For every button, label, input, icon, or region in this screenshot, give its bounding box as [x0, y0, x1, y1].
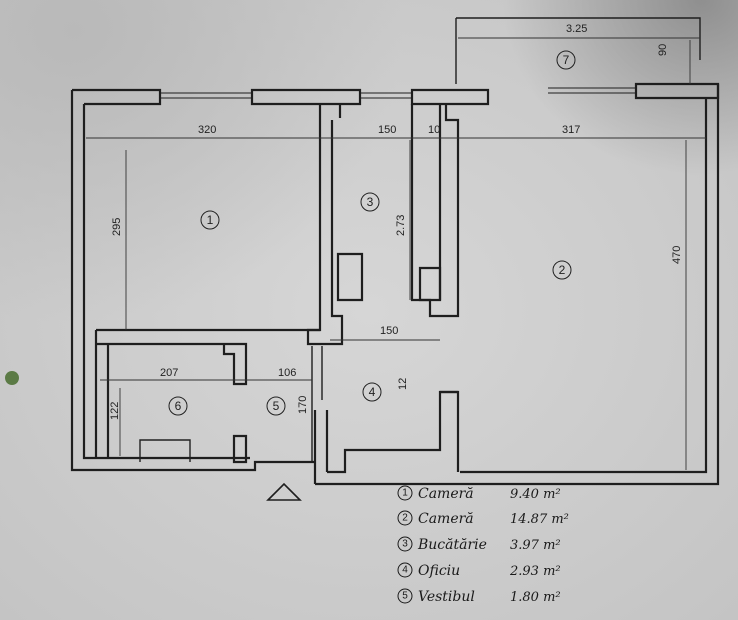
entrance-triangle-icon	[266, 482, 302, 501]
room-1-number: 1	[207, 213, 214, 227]
legend-5-number: 5	[402, 591, 408, 602]
dim-170: 170	[297, 396, 309, 414]
dim-122: 122	[109, 402, 121, 420]
area-legend: 1 Cameră 9.40 m² 2 Cameră 14.87 m² 3 Buc…	[397, 485, 569, 605]
legend-3-area: 3.97 m²	[510, 538, 561, 553]
dim-295: 295	[111, 218, 123, 236]
room-2-number: 2	[559, 263, 566, 277]
legend-1-number: 1	[402, 488, 408, 499]
legend-4-number: 4	[402, 565, 408, 576]
room-5-number: 5	[273, 399, 280, 413]
legend-4-name: Oficiu	[418, 563, 460, 579]
walls	[70, 17, 720, 486]
legend-2-number: 2	[402, 513, 408, 524]
room-3-number: 3	[367, 195, 374, 209]
legend-4-area: 2.93 m²	[509, 564, 561, 579]
legend-5-name: Vestibul	[418, 589, 475, 605]
legend-3-name: Bucătărie	[417, 537, 487, 553]
dim-207: 207	[160, 367, 178, 379]
dim-106: 106	[278, 367, 296, 379]
room-7-number: 7	[563, 53, 570, 67]
dim-150-mid: 150	[380, 325, 398, 337]
dimension-lines	[86, 37, 706, 470]
legend-5-area: 1.80 m²	[510, 590, 561, 605]
dim-12: 12	[397, 378, 409, 390]
legend-2-area: 14.87 m²	[510, 512, 569, 527]
dim-150-top: 150	[378, 124, 396, 136]
legend-2-name: Cameră	[418, 511, 474, 527]
dim-325: 3.25	[566, 23, 587, 35]
legend-1-area: 9.40 m²	[510, 487, 561, 502]
fixture-mark	[139, 439, 191, 462]
dim-90: 90	[657, 44, 669, 56]
dim-320: 320	[198, 124, 216, 136]
scan-mark-dot	[5, 371, 19, 385]
room-numbers	[168, 50, 576, 416]
legend-1-name: Cameră	[418, 486, 474, 502]
dim-10: 10	[428, 124, 440, 136]
dim-317: 317	[562, 124, 580, 136]
dim-273: 2.73	[395, 215, 407, 236]
legend-3-number: 3	[402, 539, 408, 550]
room-4-number: 4	[369, 385, 376, 399]
room-6-number: 6	[175, 399, 182, 413]
dim-470: 470	[671, 246, 683, 264]
